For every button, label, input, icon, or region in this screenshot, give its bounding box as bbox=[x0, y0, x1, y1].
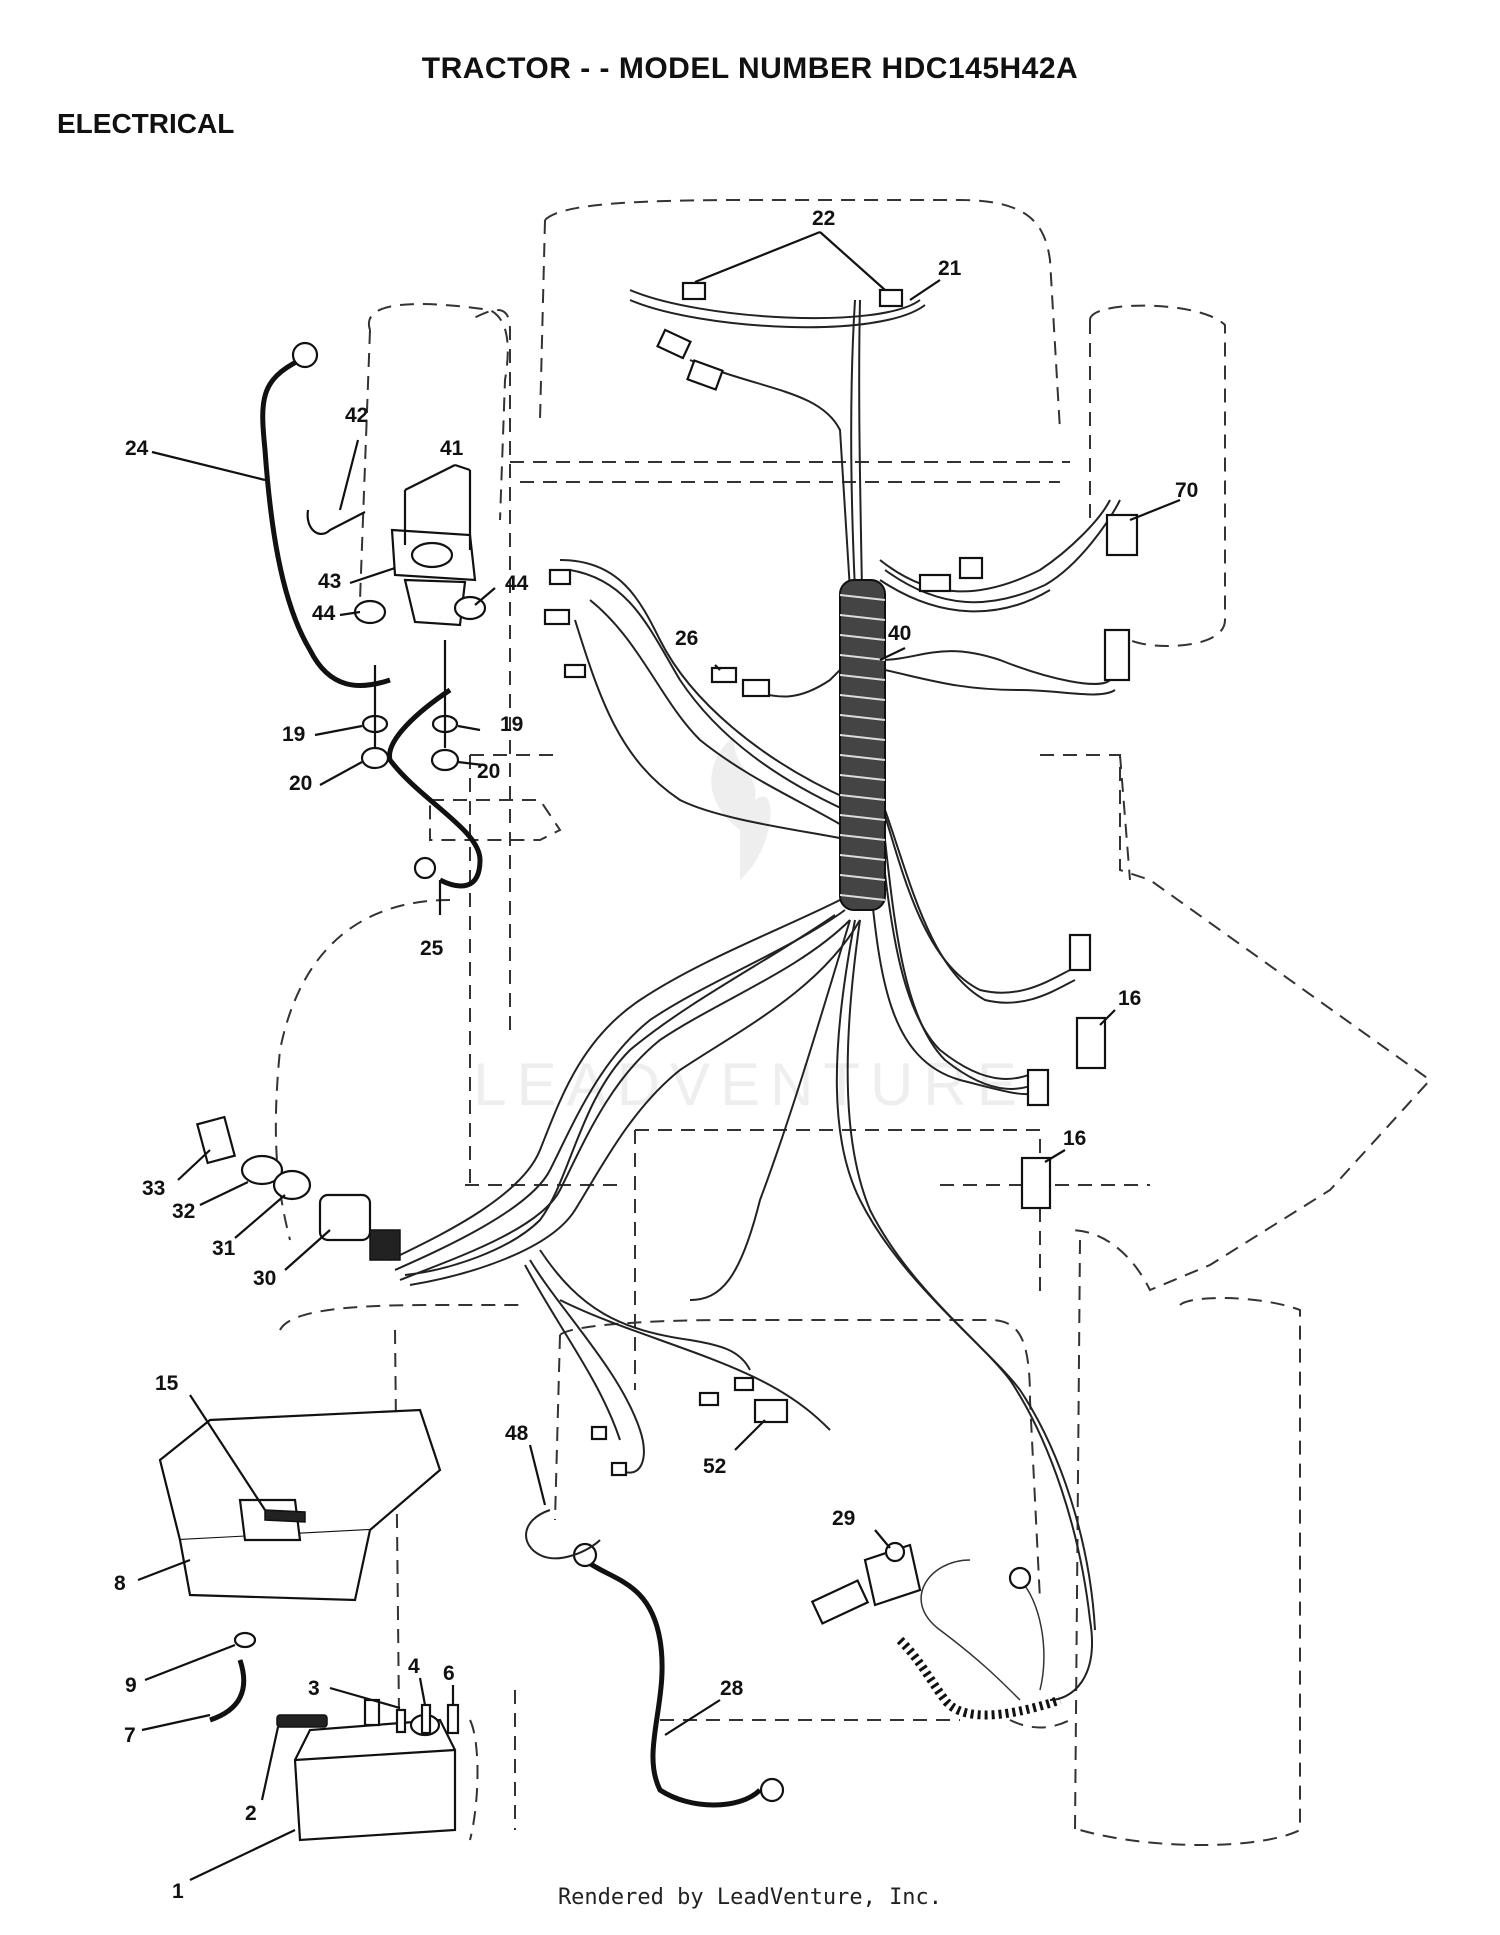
callout-16: 16 bbox=[1118, 987, 1141, 1010]
connectors bbox=[543, 281, 1139, 1625]
parts bbox=[158, 341, 1062, 1842]
page-title: TRACTOR - - MODEL NUMBER HDC145H42A bbox=[421, 52, 1079, 85]
connector bbox=[1103, 628, 1131, 682]
callout-15: 15 bbox=[155, 1372, 179, 1395]
callout-7: 7 bbox=[124, 1724, 136, 1747]
callout-40: 40 bbox=[888, 622, 911, 645]
callout-6: 6 bbox=[443, 1662, 455, 1685]
connector bbox=[686, 359, 724, 391]
switch-16 bbox=[1020, 1156, 1052, 1210]
leader-lines bbox=[137, 230, 1181, 1881]
connector bbox=[656, 328, 692, 360]
callout-31: 31 bbox=[212, 1237, 236, 1260]
callout-70: 70 bbox=[1175, 479, 1198, 502]
footer-credit: Rendered by LeadVenture, Inc. bbox=[557, 1885, 943, 1910]
callout-33: 33 bbox=[142, 1177, 165, 1200]
tractor-outline bbox=[274, 199, 1432, 1846]
callout-20: 20 bbox=[477, 760, 500, 783]
callout-44: 44 bbox=[505, 572, 529, 595]
callout-8: 8 bbox=[114, 1572, 126, 1595]
bulb bbox=[878, 288, 904, 308]
callout-20: 20 bbox=[289, 772, 312, 795]
callout-29: 29 bbox=[832, 1507, 855, 1530]
connector-26 bbox=[710, 666, 738, 684]
connector bbox=[698, 1391, 720, 1407]
section-title: ELECTRICAL bbox=[57, 108, 235, 139]
connector bbox=[610, 1461, 628, 1477]
callout-26: 26 bbox=[675, 627, 698, 650]
callout-43: 43 bbox=[318, 570, 341, 593]
connector bbox=[563, 663, 587, 679]
callout-2: 2 bbox=[245, 1802, 257, 1825]
bulb bbox=[681, 281, 707, 301]
watermark-flame-icon bbox=[711, 735, 771, 880]
connector bbox=[543, 608, 571, 626]
plug-52 bbox=[753, 1398, 789, 1424]
callout-22: 22 bbox=[812, 207, 835, 230]
callout-1: 1 bbox=[172, 1880, 184, 1903]
connector bbox=[548, 568, 572, 586]
callout-44: 44 bbox=[312, 602, 336, 625]
callout-24: 24 bbox=[125, 437, 149, 460]
wiring-harness bbox=[389, 289, 1121, 1701]
callout-42: 42 bbox=[345, 404, 368, 427]
connector bbox=[590, 1425, 608, 1441]
connector bbox=[1026, 1068, 1050, 1107]
callout-labels: 22 21 24 42 41 70 43 44 44 26 40 19 19 2… bbox=[114, 207, 1198, 1903]
callout-32: 32 bbox=[172, 1200, 195, 1223]
callout-30: 30 bbox=[253, 1267, 276, 1290]
callout-52: 52 bbox=[703, 1455, 726, 1478]
callout-9: 9 bbox=[125, 1674, 137, 1697]
callout-19: 19 bbox=[500, 713, 523, 736]
switch-16 bbox=[1075, 1016, 1107, 1070]
connector bbox=[1068, 933, 1092, 972]
callout-3: 3 bbox=[308, 1677, 320, 1700]
connector bbox=[958, 556, 984, 580]
connector-26 bbox=[741, 678, 771, 698]
callout-16: 16 bbox=[1063, 1127, 1086, 1150]
callout-28: 28 bbox=[720, 1677, 744, 1700]
callout-21: 21 bbox=[938, 257, 962, 280]
connector bbox=[810, 1579, 870, 1625]
callout-48: 48 bbox=[505, 1422, 529, 1445]
connector bbox=[918, 573, 952, 593]
connector-70 bbox=[1105, 513, 1139, 557]
harness-sleeve-40 bbox=[839, 579, 886, 911]
callout-25: 25 bbox=[420, 937, 444, 960]
callout-41: 41 bbox=[440, 437, 464, 460]
watermark: LEADVENTURE bbox=[473, 735, 1017, 1118]
callout-4: 4 bbox=[408, 1655, 420, 1678]
callout-19: 19 bbox=[282, 723, 305, 746]
connector bbox=[733, 1376, 755, 1392]
